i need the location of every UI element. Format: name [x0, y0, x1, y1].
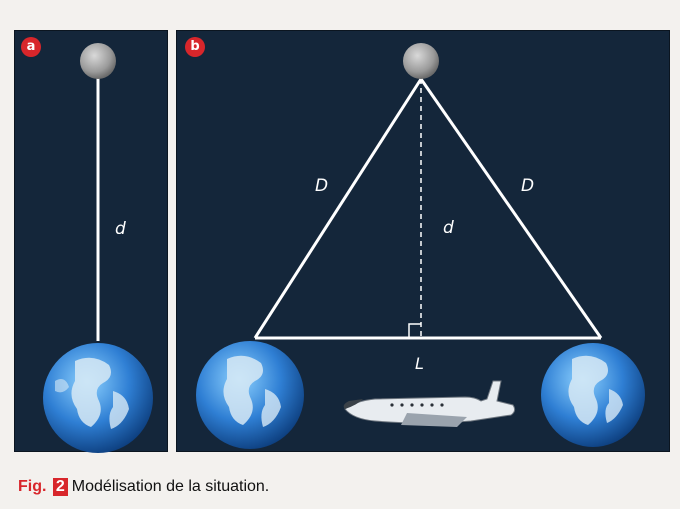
- panel-b: b: [176, 30, 670, 452]
- caption-text: Modélisation de la situation.: [71, 478, 270, 495]
- panel-a-badge: a: [21, 37, 41, 57]
- slant-label-right: D: [521, 176, 534, 196]
- slant-line-right: [419, 78, 603, 339]
- panel-b-badge: b: [185, 37, 205, 57]
- earth-globe-icon: [541, 343, 645, 447]
- slant-label-left: D: [315, 176, 328, 196]
- slant-line-left: [253, 78, 423, 339]
- moon-icon: [80, 43, 116, 79]
- earth-globe-icon: [43, 343, 153, 453]
- baseline-label-L: L: [415, 354, 424, 373]
- panel-b-diagram: D D d L: [196, 43, 645, 449]
- earth-globe-icon: [196, 341, 304, 449]
- height-label-d: d: [443, 218, 454, 238]
- caption-fig-label: Fig.: [18, 478, 47, 495]
- space-shuttle-icon: [343, 380, 516, 427]
- panel-a: a d: [14, 30, 168, 453]
- right-angle-marker: [408, 323, 421, 338]
- caption-fig-number: 2: [52, 478, 68, 496]
- panel-a-diagram: d: [43, 43, 153, 453]
- moon-icon: [403, 43, 439, 79]
- distance-label-d: d: [115, 219, 126, 239]
